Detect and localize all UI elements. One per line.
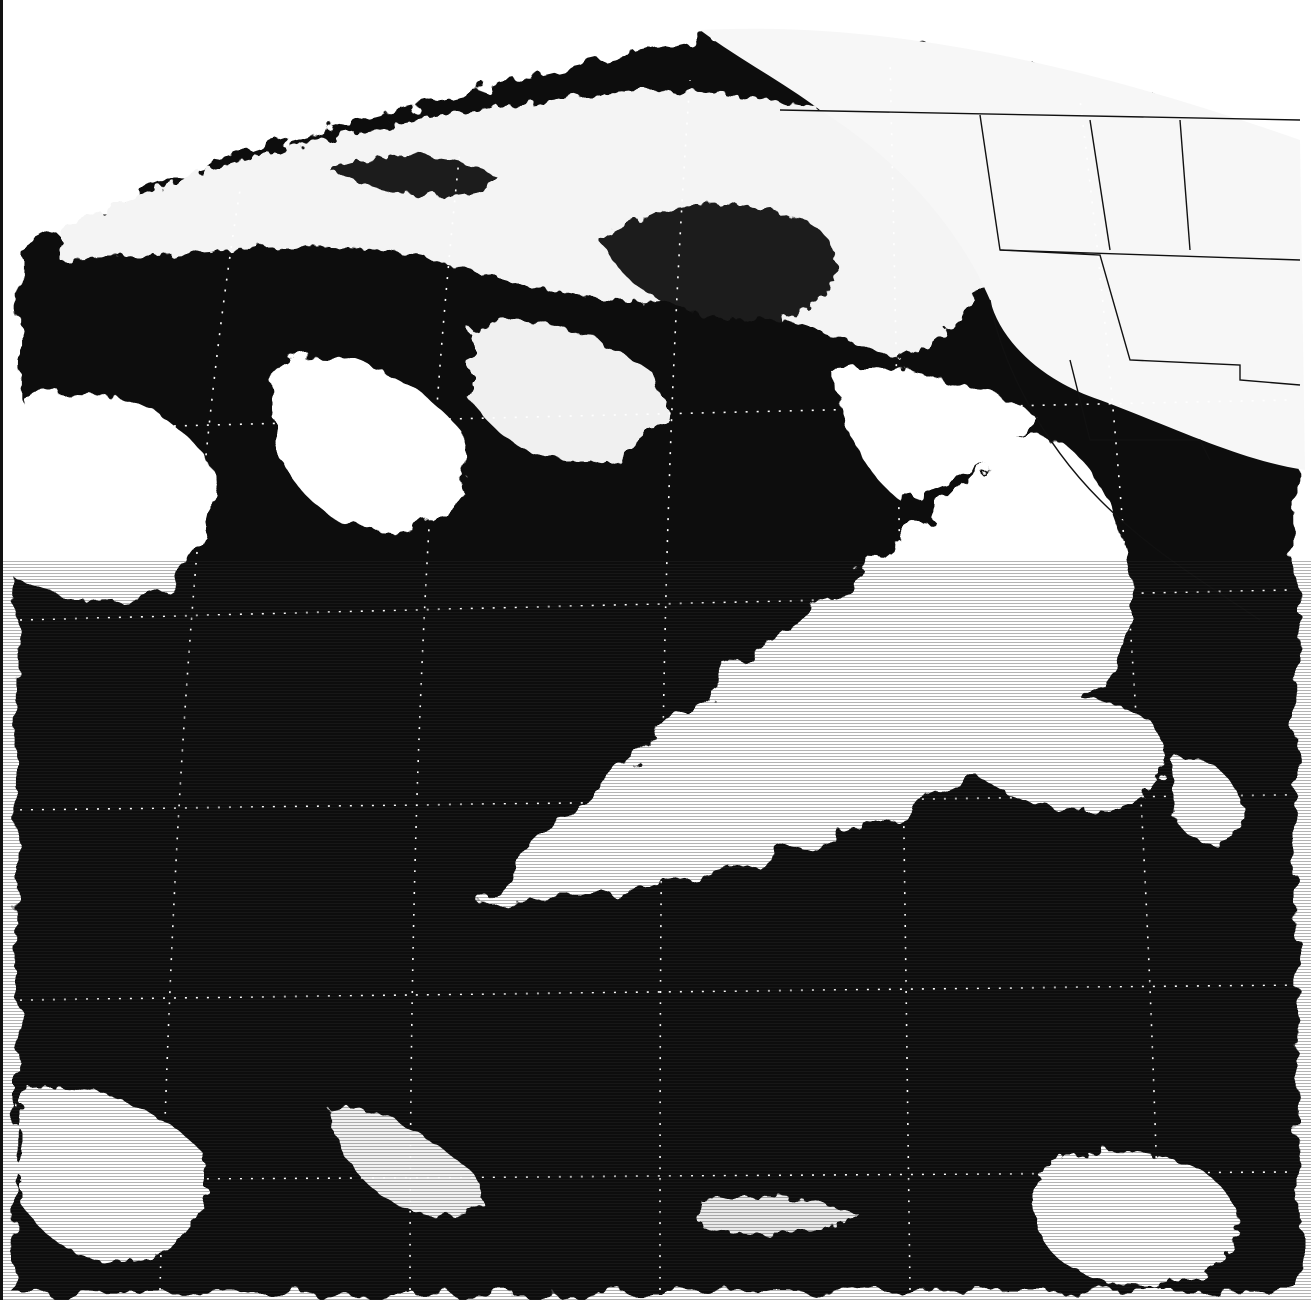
state-boundaries <box>779 109 1301 621</box>
continental-land <box>700 28 1305 470</box>
northern-cloud-field <box>60 90 996 360</box>
left-border <box>0 0 3 1300</box>
scanline-overlay <box>0 560 1311 1300</box>
western-cloud-mass <box>15 322 662 601</box>
